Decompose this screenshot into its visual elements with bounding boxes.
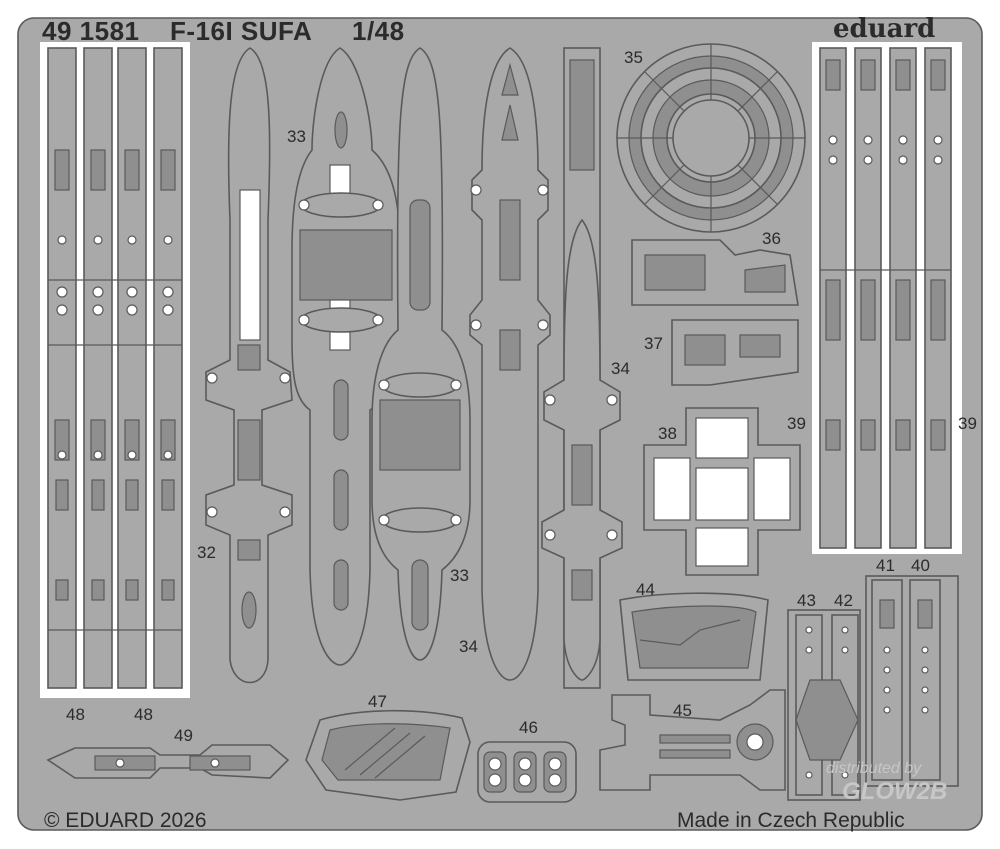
part-number-39: 39 [787, 414, 806, 433]
part-number-48: 48 [134, 705, 153, 724]
kit-name: F-16I SUFA [170, 16, 313, 46]
part-37 [671, 319, 799, 386]
part-45 [599, 689, 786, 791]
part-39-strips [812, 42, 962, 554]
watermark-logo: GLOW2B [842, 778, 948, 805]
part-33-left [291, 47, 401, 666]
part-number-39: 39 [958, 414, 977, 433]
part-44 [619, 592, 769, 681]
part-number-43: 43 [797, 591, 816, 610]
origin-text: Made in Czech Republic [677, 809, 905, 832]
part-number-34: 34 [459, 637, 478, 656]
part-number-47: 47 [368, 692, 387, 711]
part-number-40: 40 [911, 556, 930, 575]
part-38 [643, 407, 801, 576]
part-number-34: 34 [611, 359, 630, 378]
part-number-49: 49 [174, 726, 193, 745]
part-41-40 [865, 575, 959, 787]
part-number-48: 48 [66, 705, 85, 724]
part-43-42 [787, 609, 861, 801]
part-number-38: 38 [658, 424, 677, 443]
part-number-33: 33 [287, 127, 306, 146]
part-number-46: 46 [519, 718, 538, 737]
watermark-distributor: distributed by [826, 760, 922, 777]
part-number-35: 35 [624, 48, 643, 67]
part-number-36: 36 [762, 229, 781, 248]
part-number-32: 32 [197, 543, 216, 562]
catalog-number: 49 1581 [42, 16, 140, 46]
part-36 [631, 239, 799, 306]
part-number-33: 33 [450, 566, 469, 585]
part-number-44: 44 [636, 580, 655, 599]
scale-label: 1/48 [352, 16, 405, 46]
copyright-text: © EDUARD 2026 [44, 809, 207, 832]
part-number-37: 37 [644, 334, 663, 353]
part-34-right [541, 47, 623, 689]
part-47 [305, 709, 471, 801]
part-number-41: 41 [876, 556, 895, 575]
part-49 [46, 744, 290, 779]
part-33-right [371, 47, 471, 661]
part-48-strips [40, 42, 190, 698]
part-46 [477, 741, 577, 803]
part-number-42: 42 [834, 591, 853, 610]
part-32 [205, 47, 293, 684]
part-35 [616, 43, 806, 233]
part-34-left [469, 47, 551, 681]
part-number-45: 45 [673, 701, 692, 720]
brand-logo: eduard [833, 14, 936, 44]
